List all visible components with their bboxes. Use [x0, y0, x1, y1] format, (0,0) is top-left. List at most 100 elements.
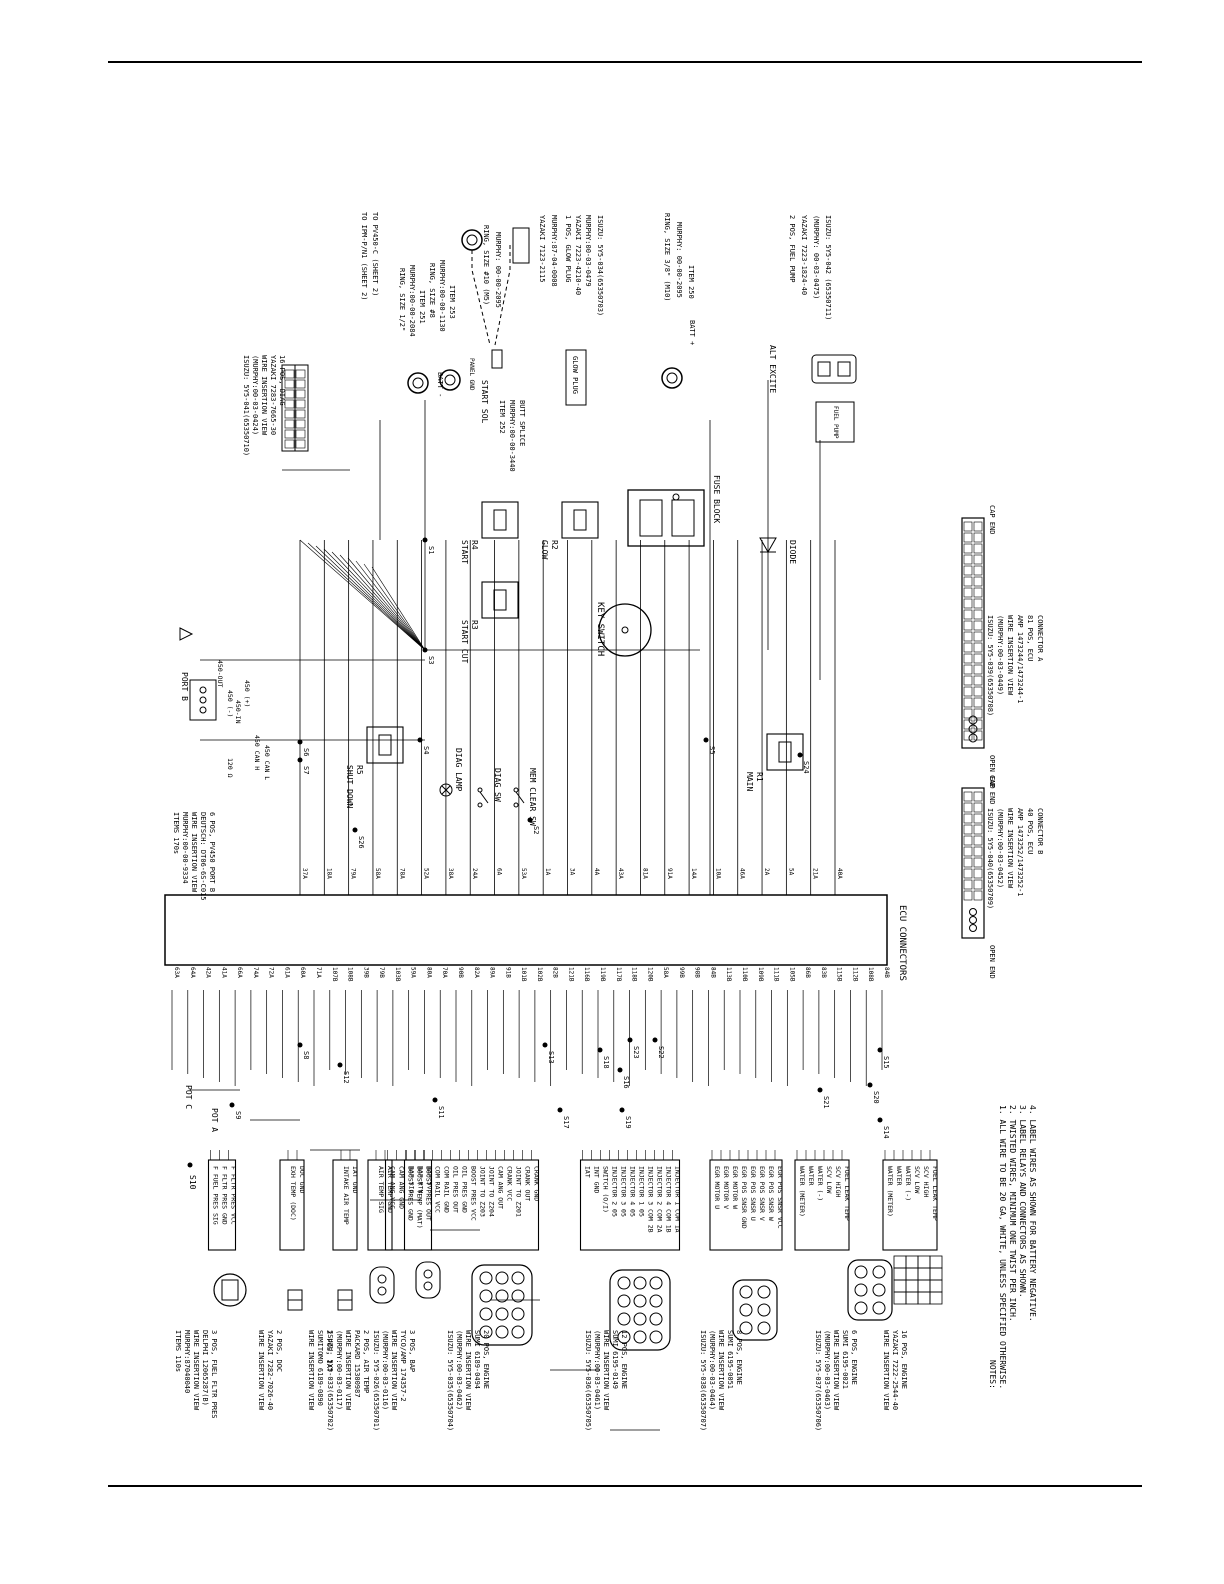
connector-b-cell	[973, 857, 983, 868]
connector-icon	[377, 1274, 387, 1284]
left-connector-label: ISUZU: 5Y5-038(65350707)	[699, 1330, 707, 1431]
splice-label: S6	[302, 748, 310, 756]
splice-label: S19	[624, 1116, 632, 1129]
relay-coil	[493, 509, 507, 531]
top-terminal-labels: TO IPM-P/N1 (SHEET 2)TO PV450-C (SHEET 2…	[360, 212, 832, 337]
splice-label: S3	[427, 656, 435, 664]
upper-wire-label: 21A	[812, 868, 819, 879]
bundle-wire	[371, 566, 426, 651]
function-box-row: JOINT TO Z204	[488, 1166, 496, 1217]
connector-icon	[511, 1271, 525, 1285]
lower-wire-label: 109B	[757, 967, 764, 982]
connector-a-cell	[963, 653, 973, 664]
upper-wire-label: 78A	[398, 868, 405, 879]
left-connector-label: 8 POS, ENGINE	[735, 1330, 743, 1385]
connector-icon	[633, 1312, 647, 1326]
function-box	[882, 1159, 938, 1251]
splice-point	[703, 737, 709, 743]
function-box-row: IAT	[584, 1166, 592, 1178]
connector-b-cell	[973, 802, 983, 813]
port-a-label: POT A	[210, 1108, 219, 1132]
connector-icon	[905, 1279, 919, 1293]
top-label: TO PV450-C (SHEET 2)	[371, 212, 379, 296]
function-box-row: SWITCH (O/I)	[602, 1166, 610, 1213]
upper-wire-label: 37A	[301, 868, 308, 879]
lower-wire-label: 80A	[425, 967, 432, 978]
note-line: 4. LABEL WIRES AS SHOWN FOR BATTERY NEGA…	[1028, 1105, 1037, 1322]
top-label: YAZAKI 7123-2115	[538, 215, 546, 282]
connector-icon	[917, 1267, 931, 1281]
connector-b-cell	[973, 879, 983, 890]
splice-point	[627, 1037, 633, 1043]
left-connector-label: SUMI 6195-0051	[726, 1330, 734, 1389]
function-box-row: INJECTOR 3 COM 2B	[647, 1166, 655, 1233]
left-connector-label: (MURPHY:00-03-0117)	[335, 1330, 343, 1410]
left-connector-label: WIRE INSERTION VIEW	[832, 1330, 840, 1411]
function-box	[207, 1159, 237, 1251]
splice-label: S20	[872, 1091, 880, 1104]
connector-icon	[757, 1303, 771, 1317]
splice-label: S23	[632, 1046, 640, 1059]
top-label: MURPHY: 00-00-2095	[675, 222, 683, 298]
connector-a-cell	[973, 532, 983, 543]
butt-splice-label-line: ITEM 252	[498, 400, 506, 434]
bundle-wire	[307, 542, 426, 651]
lower-wire-label: 70A	[441, 967, 448, 978]
ring-terminal-batt-plus: BATT +	[661, 320, 696, 389]
connector-b: CAP END OPEN END	[961, 775, 996, 979]
connector-icon	[854, 1283, 868, 1297]
lower-wire-label: 102B	[536, 967, 543, 982]
upper-wire-label: 10A	[714, 868, 721, 879]
top-label: 2 POS, FUEL PUMP	[788, 215, 796, 282]
splice-label: S1	[427, 546, 435, 554]
connector-icon	[423, 1269, 433, 1279]
connector-a-cell	[963, 686, 973, 697]
function-box-row: WATER (-)	[816, 1166, 824, 1201]
top-label: RING, SIZE 3/8" (M10)	[663, 213, 671, 302]
lower-wire-label: 91B	[504, 967, 511, 978]
splice-point	[417, 737, 423, 743]
connector-icon	[854, 1301, 868, 1315]
connector-b-cell	[963, 846, 973, 857]
lower-wire-label: 59A	[410, 967, 417, 978]
connector-icon	[617, 1330, 631, 1344]
top-label: YAZAKI 7223-1824-40	[800, 215, 808, 295]
fuse-block: FUSE BLOCK	[627, 475, 721, 547]
function-box-row: WATER (METER)	[886, 1166, 894, 1217]
can-label: 450 CAN H	[253, 735, 261, 770]
lower-wire-label: 39B	[362, 967, 369, 978]
left-connector-label: WIRE INSERTION VIEW	[602, 1330, 610, 1411]
splice-point	[432, 1097, 438, 1103]
connector-a: CAP END OPEN END	[961, 505, 996, 789]
note-line: 2. TWISTED WIRES, MINIMUM ONE TWIST PER …	[1008, 1105, 1017, 1322]
connector-b-cell	[969, 924, 977, 932]
function-box-row: SCV LOW	[913, 1166, 921, 1193]
connector-icon	[495, 1289, 509, 1303]
connector-a-cell	[963, 719, 973, 730]
function-box	[367, 1159, 393, 1251]
glow-plug: GLOW PLUG	[565, 349, 587, 406]
connector-icon	[415, 1261, 441, 1299]
connector-icon	[511, 1325, 525, 1339]
connector-a-cell	[963, 708, 973, 719]
connector-icon	[732, 1279, 778, 1341]
diag-label-line: WIRE INSERTION VIEW	[260, 355, 268, 436]
connector-icon	[633, 1276, 647, 1290]
function-box-row: SCV LOW	[825, 1166, 833, 1193]
fuel-pump-connector: FUEL PUMP	[811, 354, 857, 443]
connector-a-cell	[968, 724, 978, 734]
connector-a-label-line: AMP 1473244/1473244-1	[1016, 615, 1024, 704]
connector-icon	[847, 1259, 893, 1321]
connector-b-label-line: 40 POS, ECU	[1026, 808, 1034, 854]
connector-icon	[854, 1265, 868, 1279]
connector-b-cell	[963, 857, 973, 868]
diag-label-line: YAZAKI 7283-7665-30	[269, 355, 277, 435]
lower-wire-label: 107B	[331, 967, 338, 982]
top-label: ITEM 251	[418, 290, 426, 324]
diode-label: DIODE	[788, 540, 797, 564]
connector-a-label-line: CONNECTOR A	[1036, 615, 1044, 662]
connector-b-cap-end: CAP END	[988, 775, 996, 805]
